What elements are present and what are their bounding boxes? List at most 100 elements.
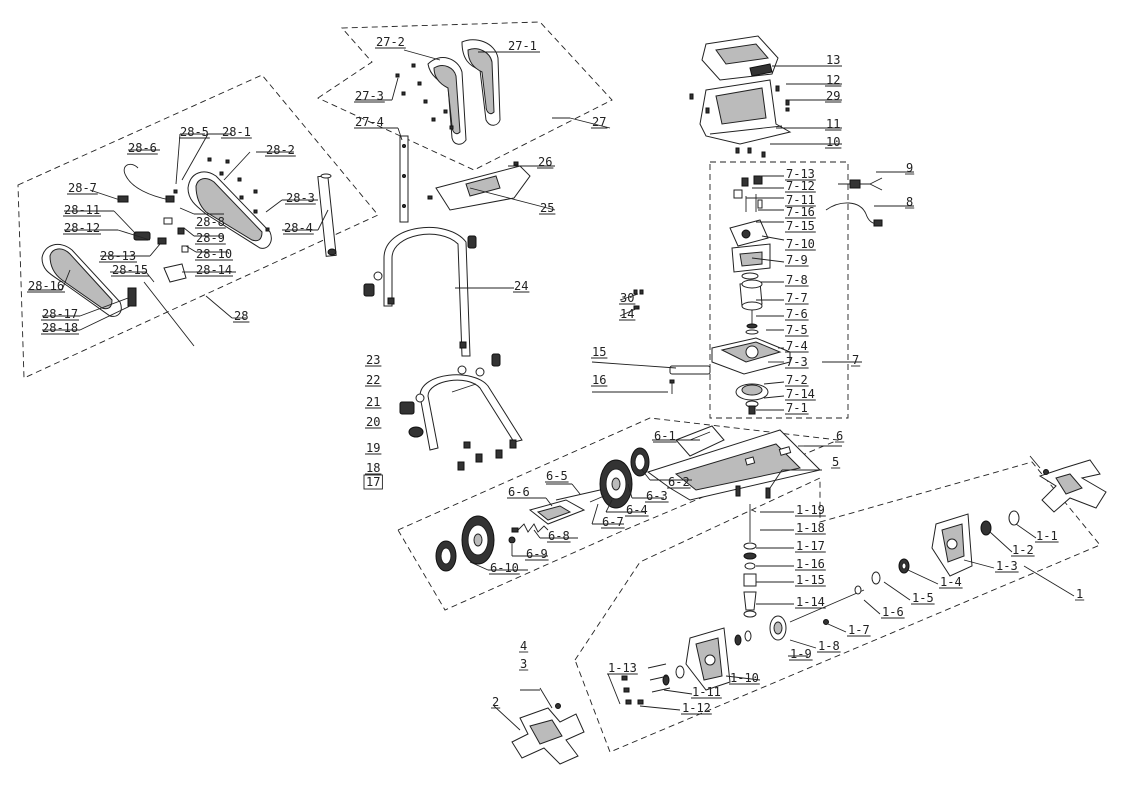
part-label-20: 20 [366,415,380,429]
part-1-seals [662,630,752,686]
part-label-6-4: 6-4 [626,503,648,517]
part-label-28-6: 28-6 [128,141,157,155]
part-label-3: 3 [520,657,527,671]
part-1-10-housing [685,627,731,691]
part-16-pin [669,379,675,394]
part-label-28-8: 28-8 [196,215,225,229]
part-label-28-7: 28-7 [68,181,97,195]
part-label-26: 26 [538,155,552,169]
part-7-2-gear [735,383,769,415]
part-label-6-8: 6-8 [548,529,570,543]
part-21-clamps [363,235,501,415]
part-label-27-1: 27-1 [508,39,537,53]
label-box-17 [363,474,383,490]
part-10-screws [735,147,766,158]
part-label-7-11: 7-11 [786,193,815,207]
part-13-top-cover [701,35,779,81]
part-7-upper-components [733,175,763,212]
part-label-2: 2 [492,695,499,709]
part-label-9: 9 [906,161,913,175]
part-1-19-shaft [743,504,757,618]
part-7-9-bracket [729,219,769,247]
part-1-9-gear [769,615,787,641]
part-label-7-10: 7-10 [786,237,815,251]
part-label-1-10: 1-10 [730,671,759,685]
part-label-7-16: 7-16 [786,205,815,219]
group-28-outline [17,74,379,379]
part-label-28-14: 28-14 [196,263,232,277]
part-30-14-screws [633,289,644,310]
part-label-1-7: 1-7 [848,623,870,637]
group-7-outline [709,161,849,419]
part-label-28-15: 28-15 [112,263,148,277]
part-label-27: 27 [592,115,606,129]
part-label-16: 16 [592,373,606,387]
part-28-4-tube [317,173,337,257]
part-labels: 11-11-21-31-41-51-61-71-81-91-101-111-12… [27,35,1085,715]
part-6-6-bracket [528,499,586,525]
part-20-knob [408,426,424,438]
part-28-16-handle [41,243,122,317]
part-label-28-18: 28-18 [42,321,78,335]
part-label-1-13: 1-13 [608,661,637,675]
part-label-1-12: 1-12 [682,701,711,715]
part-label-27-2: 27-2 [376,35,405,49]
part-label-1-17: 1-17 [796,539,825,553]
part-label-15: 15 [592,345,606,359]
part-label-28-11: 28-11 [64,203,100,217]
part-label-27-3: 27-3 [355,89,384,103]
part-2-tine [511,687,585,765]
part-label-28: 28 [234,309,248,323]
part-label-1-2: 1-2 [1012,543,1034,557]
part-1-8-shaft [789,589,865,623]
part-label-7-12: 7-12 [786,179,815,193]
part-label-29: 29 [826,89,840,103]
part-6-1-shield [675,425,725,457]
part-label-13: 13 [826,53,840,67]
part-28-11-switch [133,217,189,253]
part-1-4-bearing [898,558,910,574]
part-1-12-nuts [621,675,644,705]
part-label-28-13: 28-13 [100,249,136,263]
part-label-1-11: 1-11 [692,685,721,699]
part-label-19: 19 [366,441,380,455]
part-label-8: 8 [906,195,913,209]
part-label-28-5: 28-5 [180,125,209,139]
part-label-6-1: 6-1 [654,429,676,443]
part-6-chassis [646,429,821,501]
part-label-7-2: 7-2 [786,373,808,387]
part-label-28-12: 28-12 [64,221,100,235]
part-7-4-gearbox [711,337,791,375]
part-23-bolt [451,383,477,393]
part-label-25: 25 [540,201,554,215]
part-6-7-bolt [589,495,605,503]
part-label-7-8: 7-8 [786,273,808,287]
part-28-2-handle [187,171,272,249]
part-27-3-screws [395,63,454,130]
part-label-7-3: 7-3 [786,355,808,369]
part-label-7-6: 7-6 [786,307,808,321]
part-label-28-16: 28-16 [28,279,64,293]
part-label-7-13: 7-13 [786,167,815,181]
part-label-28-2: 28-2 [266,143,295,157]
part-1-11-bolts [647,663,671,693]
part-label-1-3: 1-3 [996,559,1018,573]
part-15-rod [669,365,711,375]
part-6-8-spring [511,523,549,533]
part-6-4-wheel [599,459,633,509]
part-label-1-18: 1-18 [796,521,825,535]
part-label-7-9: 7-9 [786,253,808,267]
part-7-5-washers [745,323,759,335]
part-label-1-15: 1-15 [796,573,825,587]
part-label-7-4: 7-4 [786,339,808,353]
part-label-7-15: 7-15 [786,219,815,233]
part-label-1-9: 1-9 [790,647,812,661]
part-label-27-4: 27-4 [355,115,384,129]
part-label-6-10: 6-10 [490,561,519,575]
group-27-outline [317,21,613,171]
part-8-cable [825,202,883,227]
part-label-24: 24 [514,279,528,293]
part-label-6-5: 6-5 [546,469,568,483]
part-6-5-axle [555,489,601,501]
